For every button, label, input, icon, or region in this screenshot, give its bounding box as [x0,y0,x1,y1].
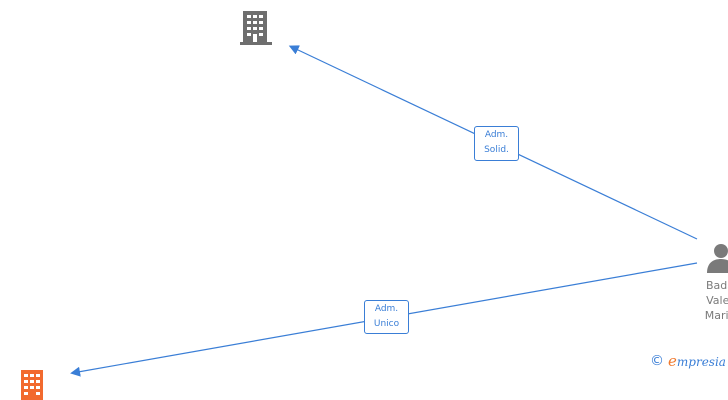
brand-rest: mpresia [676,355,726,369]
company-bottom-building-icon[interactable] [19,370,45,400]
edge-label-adm-solid-line-2: Solid. [484,145,509,155]
edge-label-adm-unico[interactable]: Adm. Unico [364,300,409,334]
person-name-line-1: Bada [705,279,728,292]
edge-label-adm-solid-line-1: Adm. [484,130,509,140]
company-top-building-icon[interactable] [240,11,272,45]
watermark: © empresia [650,351,726,371]
person-name-line-3: Maria [704,309,728,322]
edge-label-adm-unico-line-2: Unico [373,319,400,329]
edge-label-adm-solid[interactable]: Adm. Solid. [474,126,519,161]
brand-logo: empresia [668,352,726,370]
brand-initial: e [668,352,677,370]
copyright-symbol: © [650,353,664,369]
edge-label-adm-unico-line-1: Adm. [374,304,399,314]
person-icon[interactable] [706,243,728,273]
person-name-line-2: Valer [706,294,728,307]
person-name[interactable]: Bada Valer Maria [690,278,728,323]
